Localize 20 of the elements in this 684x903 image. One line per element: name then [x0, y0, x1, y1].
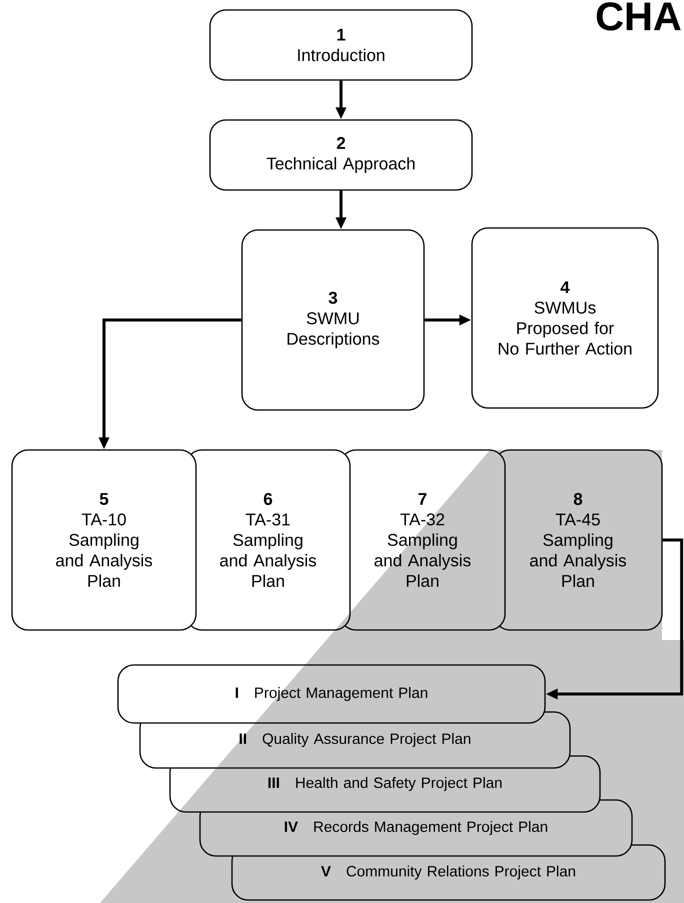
process-box: 4 SWMUs Proposed for No Further Action — [471, 227, 659, 409]
process-box: 1 Introduction — [209, 9, 473, 81]
node-label: 8 — [574, 492, 582, 506]
plan-box: 6 TA-31 Sampling and Analysis Plan — [185, 449, 351, 631]
node-label: IV — [284, 822, 298, 832]
node-label: TA-45 Sampling and Analysis Plan — [530, 514, 626, 588]
node-label: 6 — [264, 492, 272, 506]
title: CHA — [596, 2, 681, 31]
node-label: TA-32 Sampling and Analysis Plan — [374, 513, 471, 587]
process-box: 2 Technical Approach — [209, 119, 473, 191]
node-label: V — [321, 866, 331, 876]
plan-box: 8 TA-45 Sampling and Analysis Plan — [493, 449, 663, 631]
plan-box: 7 TA-32 Sampling and Analysis Plan — [339, 449, 506, 631]
process-box: 3 SWMU Descriptions — [241, 229, 425, 411]
node-label: 7 — [418, 493, 426, 505]
plan-tab: I Project Management Plan — [117, 664, 546, 724]
node-label: Community Relations Project Plan — [346, 866, 576, 880]
plan-box: 5 TA-10 Sampling and Analysis Plan — [11, 449, 197, 631]
node-label: Records Management Project Plan — [314, 821, 548, 835]
node-label: TA-31 Sampling and Analysis Plan — [220, 513, 316, 588]
